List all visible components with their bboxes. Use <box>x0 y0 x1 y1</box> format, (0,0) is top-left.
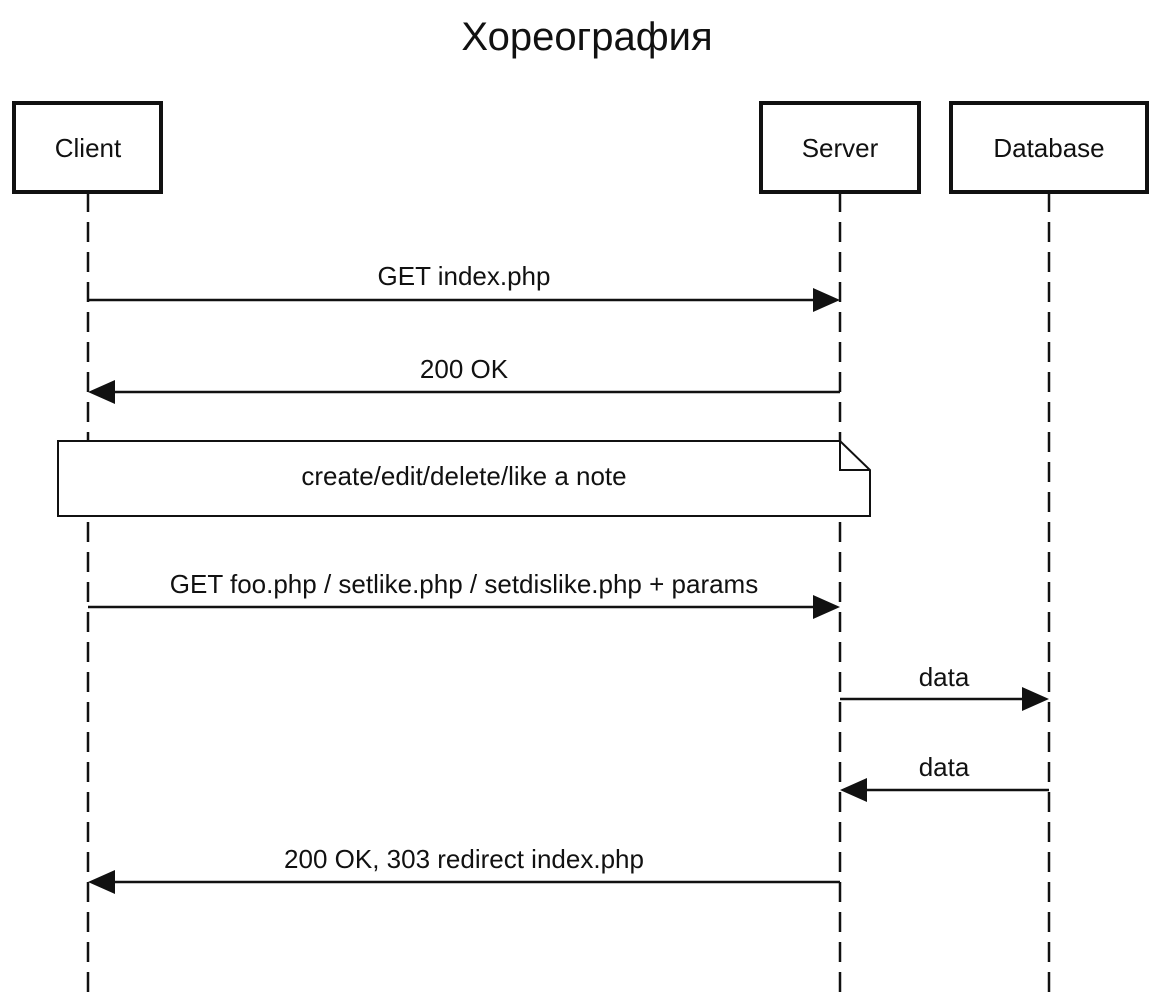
message-label: data <box>919 752 970 782</box>
actor-server: Server <box>759 101 921 194</box>
message-label: GET index.php <box>378 261 551 291</box>
message-label: 200 OK, 303 redirect index.php <box>284 844 644 874</box>
arrowhead-right-icon <box>1022 687 1049 711</box>
actor-client-label: Client <box>55 133 122 163</box>
message-data-to-server: data <box>840 752 1049 802</box>
diagram-title: Хореография <box>461 15 712 59</box>
note-shape <box>57 440 871 517</box>
message-redirect: 200 OK, 303 redirect index.php <box>88 844 840 894</box>
message-data-to-database: data <box>840 662 1049 711</box>
arrowhead-left-icon <box>88 380 115 404</box>
actor-database: Database <box>949 101 1149 194</box>
message-get-foo: GET foo.php / setlike.php / setdislike.p… <box>88 569 840 619</box>
message-label: data <box>919 662 970 692</box>
actor-database-box <box>949 101 1149 194</box>
message-200-ok: 200 OK <box>88 354 840 404</box>
note-fold-icon <box>839 441 870 471</box>
actor-client-box <box>12 101 163 194</box>
actor-server-box <box>759 101 921 194</box>
arrowhead-right-icon <box>813 288 840 312</box>
message-label: 200 OK <box>420 354 509 384</box>
arrowhead-right-icon <box>813 595 840 619</box>
arrowhead-left-icon <box>840 778 867 802</box>
actor-database-label: Database <box>993 133 1104 163</box>
actor-server-label: Server <box>802 133 879 163</box>
note-box: create/edit/delete/like a note <box>57 440 871 517</box>
message-get-index: GET index.php <box>88 261 840 312</box>
arrowhead-left-icon <box>88 870 115 894</box>
message-label: GET foo.php / setlike.php / setdislike.p… <box>170 569 758 599</box>
note-label: create/edit/delete/like a note <box>301 461 626 491</box>
actor-client: Client <box>12 101 163 194</box>
